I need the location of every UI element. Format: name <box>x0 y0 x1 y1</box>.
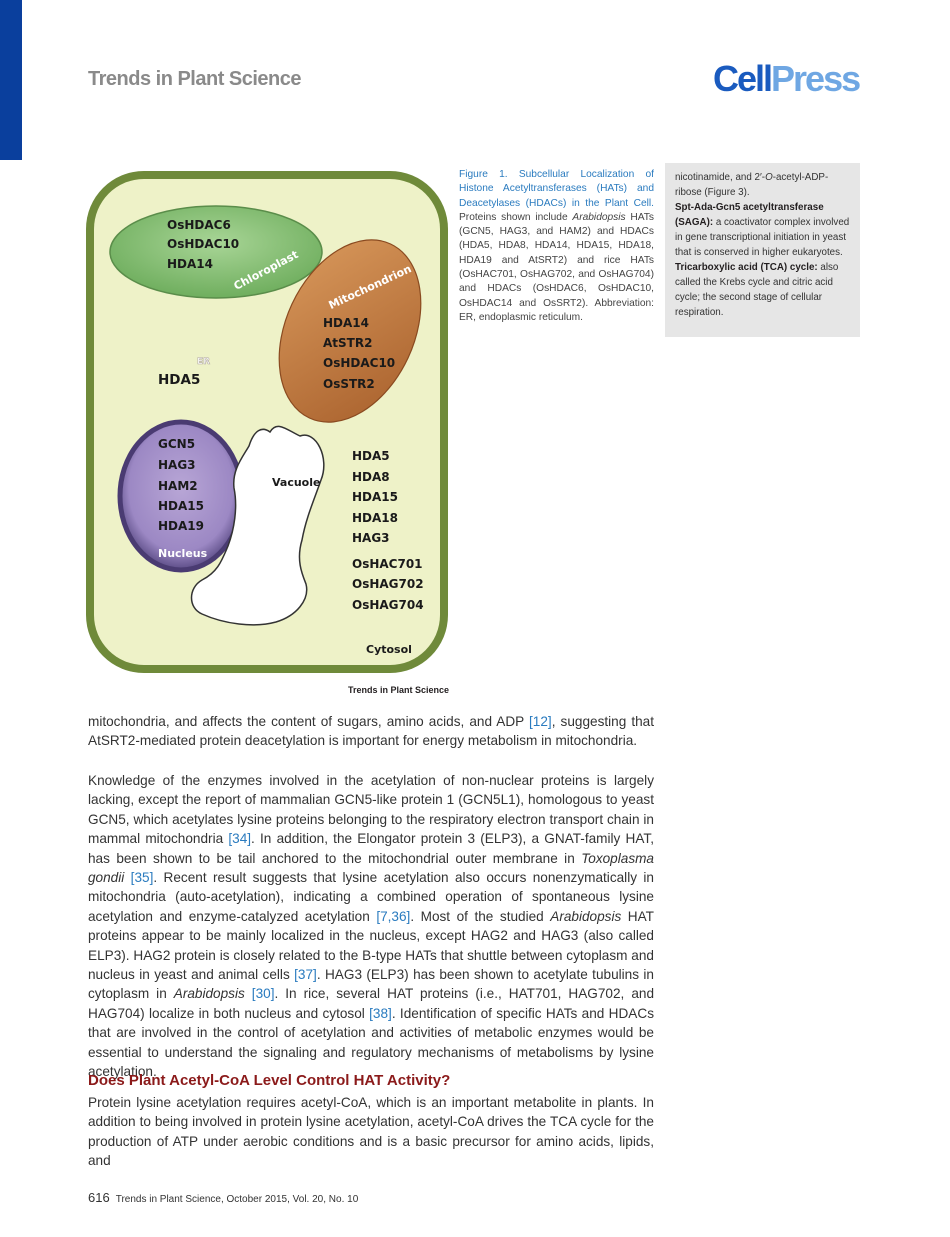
cytosol-item: HDA5 <box>352 449 390 463</box>
page-number: 616 <box>88 1190 110 1205</box>
citation-link[interactable]: [12] <box>529 714 552 729</box>
figure-caption: Figure 1. Subcellular Localization of Hi… <box>459 169 654 323</box>
cytosol-item: HDA15 <box>352 490 398 504</box>
cytosol-item: OsHAG702 <box>352 577 424 591</box>
chloroplast-item: OsHDAC10 <box>167 237 239 251</box>
vacuole <box>190 425 325 626</box>
paragraph: Knowledge of the enzymes involved in the… <box>88 773 654 1080</box>
glossary-box: nicotinamide, and 2′-O-acetyl-ADP-ribose… <box>665 163 860 337</box>
cytosol-item: OsHAC701 <box>352 557 423 571</box>
journal-title: Trends in Plant Science <box>88 68 302 90</box>
nucleus-label: Nucleus <box>158 547 208 560</box>
footer-citation: Trends in Plant Science, October 2015, V… <box>115 1194 359 1205</box>
cytosol-item: HDA8 <box>352 470 390 484</box>
chloroplast <box>109 205 323 299</box>
page-footer: 616 Trends in Plant Science, October 2015… <box>88 1190 358 1205</box>
section-heading: Does Plant Acetyl-CoA Level Control HAT … <box>88 1072 451 1089</box>
glossary-entry: Tricarboxylic acid (TCA) cycle: also cal… <box>675 262 839 318</box>
mitochondrion-item: OsHDAC10 <box>323 356 395 370</box>
er-item: HDA5 <box>158 372 200 388</box>
cellpress-logo: CellPress <box>713 58 861 99</box>
cytosol-label: Cytosol <box>366 643 412 656</box>
glossary-entry: Spt-Ada-Gcn5 acetyltransferase (SAGA): a… <box>675 202 850 258</box>
figure-source: Trends in Plant Science <box>348 685 450 695</box>
citation-link[interactable]: [7,36] <box>376 908 411 924</box>
paragraph: Protein lysine acetylation requires acet… <box>88 1095 654 1169</box>
vacuole-label: Vacuole <box>272 476 320 489</box>
citation-link[interactable]: [35] <box>130 870 154 886</box>
nucleus-item: GCN5 <box>158 437 195 451</box>
er-label: ER <box>197 357 210 367</box>
caption-title: Figure 1. Subcellular Localization of Hi… <box>459 169 654 209</box>
glossary-entry: nicotinamide, and 2′-O-acetyl-ADP-ribose… <box>675 172 829 198</box>
nucleus-item: HDA19 <box>158 519 204 533</box>
mitochondrion-item: OsSTR2 <box>323 377 375 391</box>
mitochondrion <box>278 239 422 423</box>
cytosol-item: HDA18 <box>352 511 398 525</box>
cytosol-item: HAG3 <box>352 531 390 545</box>
chloroplast-item: HDA14 <box>167 257 213 271</box>
citation-link[interactable]: [30] <box>251 986 275 1002</box>
cytosol-item: OsHAG704 <box>352 598 424 612</box>
citation-link[interactable]: [37] <box>294 967 317 983</box>
cell-diagram: OsHDAC6 OsHDAC10 HDA14 Chloroplast Mitoc… <box>86 171 448 673</box>
side-color-bar <box>0 0 22 160</box>
nucleus-item: HAG3 <box>158 458 196 472</box>
mitochondrion-item: HDA14 <box>323 316 369 330</box>
nucleus-item: HDA15 <box>158 499 204 513</box>
mitochondrion-item: AtSTR2 <box>323 336 372 350</box>
citation-link[interactable]: [34] <box>228 831 252 847</box>
citation-link[interactable]: [38] <box>369 1005 392 1021</box>
nucleus <box>118 420 244 572</box>
chloroplast-item: OsHDAC6 <box>167 218 231 232</box>
paragraph: mitochondria, and affects the content of… <box>88 714 654 749</box>
nucleus-item: HAM2 <box>158 479 198 493</box>
